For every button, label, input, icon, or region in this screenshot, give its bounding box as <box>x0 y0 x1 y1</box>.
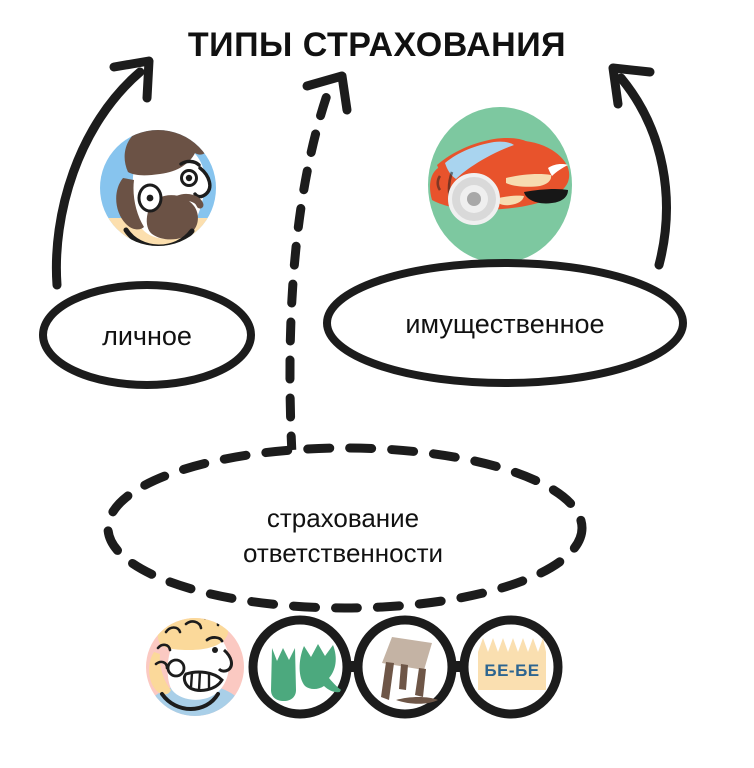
node-personal-outline <box>39 281 255 389</box>
broken-table-icon[interactable] <box>353 615 457 719</box>
node-liability-label-line1: страхование <box>267 503 419 533</box>
bearded-man-avatar <box>100 130 216 246</box>
be-be-sign-label: БЕ-БЕ <box>484 661 539 680</box>
node-personal-label: личное <box>102 321 192 351</box>
arrow-property-to-title <box>608 63 671 270</box>
node-liability-outline <box>103 443 587 613</box>
arrow-personal-to-title <box>51 56 154 290</box>
arrow-liability-to-title <box>285 71 352 460</box>
node-liability-label-line2: ответственности <box>243 538 443 568</box>
red-car-avatar <box>428 107 572 263</box>
node-property-label: имущественное <box>405 309 604 339</box>
node-personal[interactable]: личное <box>39 281 255 389</box>
be-be-sign-icon[interactable]: БЕ-БЕ <box>459 615 563 719</box>
node-property[interactable]: имущественное <box>323 259 687 387</box>
node-liability[interactable]: страхование ответственности <box>103 443 587 613</box>
icon-connectors <box>340 661 472 672</box>
node-property-outline <box>323 259 687 387</box>
page-title: ТИПЫ СТРАХОВАНИЯ <box>188 26 566 64</box>
broken-vase-icon[interactable] <box>248 615 352 719</box>
laughing-man-avatar <box>146 618 244 716</box>
